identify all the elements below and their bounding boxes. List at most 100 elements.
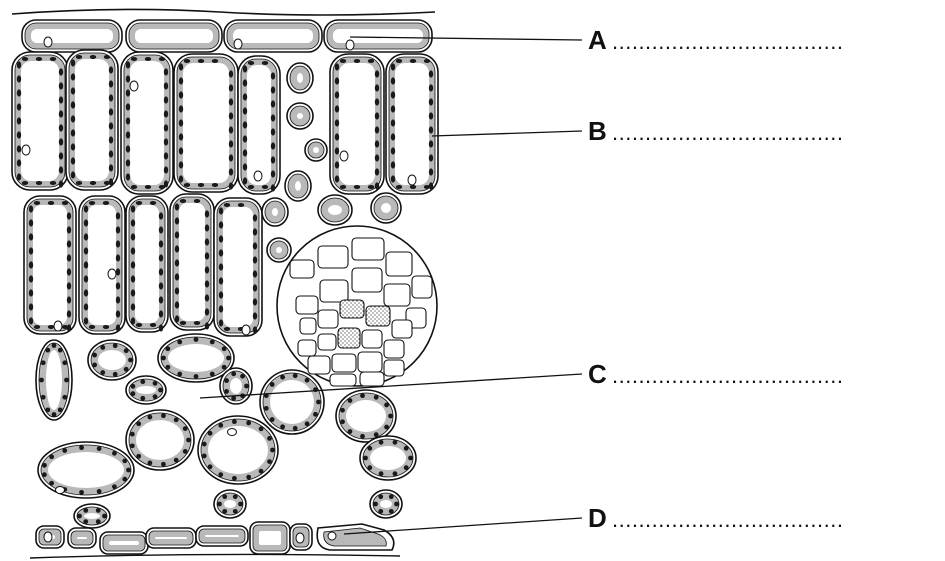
lower-epidermis-cell: [100, 532, 148, 554]
chloroplast: [271, 184, 275, 191]
label-d-answer-line: ...................................: [612, 507, 843, 532]
leader-line-b: [432, 131, 582, 136]
chloroplast: [126, 173, 130, 180]
chloroplast: [58, 348, 63, 353]
chloroplast: [389, 494, 394, 499]
lower-epidermis: [30, 522, 400, 558]
chloroplast: [76, 55, 82, 59]
chloroplast: [375, 168, 379, 175]
chloroplast: [391, 133, 395, 140]
chloroplast: [219, 291, 223, 298]
chloroplast: [116, 310, 120, 317]
chloroplast: [158, 388, 163, 393]
chloroplast: [36, 181, 42, 185]
chloroplast: [335, 133, 339, 140]
chloroplast: [122, 477, 127, 482]
small-cell: [305, 139, 327, 161]
chloroplast: [17, 145, 21, 152]
chloroplast: [62, 325, 68, 329]
chloroplast: [404, 465, 409, 470]
chloroplast: [140, 396, 145, 401]
chloroplast: [79, 490, 84, 495]
vascular-cell: [412, 276, 432, 298]
small-cell: [318, 195, 352, 225]
vacuole: [223, 207, 253, 327]
chloroplast: [131, 275, 135, 282]
label-d-letter: D: [588, 503, 607, 533]
small-cell: [371, 193, 401, 223]
chloroplast: [335, 161, 339, 168]
chloroplast: [62, 201, 68, 205]
chloroplast: [379, 471, 384, 476]
vascular-cell: [320, 280, 348, 302]
chloroplast: [219, 221, 223, 228]
vacuole: [370, 446, 406, 470]
chloroplast: [393, 471, 398, 476]
chloroplast: [112, 484, 117, 489]
chloroplast: [253, 326, 257, 333]
chloroplast: [186, 438, 191, 443]
chloroplast: [229, 126, 233, 133]
chloroplast: [52, 412, 57, 417]
chloroplast: [153, 381, 158, 386]
chloroplast: [126, 117, 130, 124]
chloroplast: [159, 57, 165, 61]
chloroplast: [122, 458, 127, 463]
chloroplast: [83, 519, 88, 524]
chloroplast: [104, 55, 110, 59]
chloroplast: [179, 133, 183, 140]
vacuole: [395, 63, 429, 185]
chloroplast: [126, 159, 130, 166]
chloroplast: [164, 124, 168, 131]
chloroplast: [184, 59, 190, 63]
label-b-answer-line: ...................................: [612, 120, 843, 145]
chloroplast: [222, 494, 227, 499]
chloroplast: [131, 261, 135, 268]
chloroplast: [77, 514, 82, 519]
chloroplast: [17, 159, 21, 166]
chloroplast: [246, 420, 251, 425]
chloroplast: [126, 145, 130, 152]
chloroplast: [83, 508, 88, 513]
chloroplast: [243, 79, 247, 86]
chloroplast: [79, 445, 84, 450]
chloroplast: [109, 80, 113, 87]
chloroplast: [164, 138, 168, 145]
nucleus: [346, 40, 354, 50]
label-a-answer-line: ...................................: [612, 29, 843, 54]
spongy-cell: [36, 340, 72, 420]
chloroplast: [29, 219, 33, 226]
vascular-cell: [384, 340, 404, 358]
chloroplast: [391, 91, 395, 98]
chloroplast: [164, 166, 168, 173]
chloroplast: [253, 270, 257, 277]
chloroplast: [159, 226, 163, 233]
chloroplast: [271, 86, 275, 93]
chloroplast: [224, 203, 230, 207]
chloroplast: [205, 308, 209, 315]
label-a-letter: A: [588, 25, 607, 55]
chloroplast: [165, 365, 170, 370]
chloroplast: [48, 201, 54, 205]
chloroplast: [248, 185, 254, 189]
chloroplast: [175, 217, 179, 224]
lower-epidermis-cell: [68, 528, 96, 548]
chloroplast: [97, 489, 102, 494]
vascular-cell: [318, 310, 338, 328]
chloroplast: [41, 360, 46, 365]
chloroplast: [100, 370, 105, 375]
lower-epidermis-cell: [290, 524, 312, 550]
chloroplast: [62, 448, 67, 453]
vascular-cell: [386, 252, 412, 276]
palisade-cell: [66, 50, 118, 190]
chloroplast: [29, 303, 33, 310]
small-cell: [285, 171, 311, 201]
nucleus: [254, 171, 262, 181]
chloroplast: [161, 413, 166, 418]
palisade-cell: [238, 56, 280, 194]
chloroplast: [45, 407, 50, 412]
chloroplast: [131, 247, 135, 254]
chloroplast: [367, 465, 372, 470]
chloroplast: [100, 345, 105, 350]
